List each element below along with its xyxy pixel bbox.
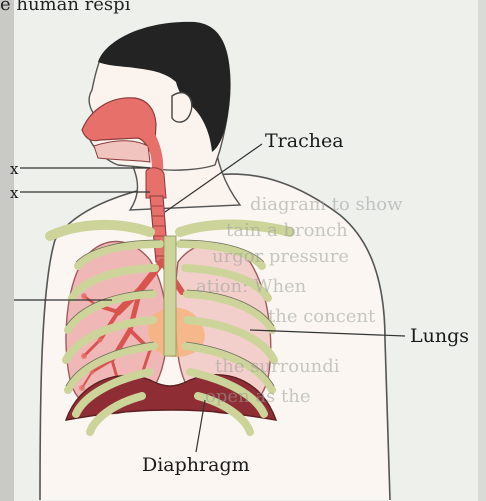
label-lungs: Lungs — [410, 325, 469, 347]
label-diaphragm: Diaphragm — [142, 454, 250, 476]
ear — [172, 93, 192, 122]
background-text-line: urgor pressure — [212, 246, 349, 267]
background-text-line: the surroundi — [215, 356, 340, 377]
background-text-line: ation: When — [196, 276, 306, 297]
page-header-text: e human respi — [0, 0, 170, 20]
larynx — [146, 168, 166, 198]
page-edge — [478, 0, 486, 501]
background-text-line: diagram to show — [250, 194, 403, 215]
label-x-lower: x — [10, 184, 18, 202]
label-x-upper: x — [10, 160, 18, 178]
oral-cavity — [94, 141, 150, 162]
sternum — [164, 236, 176, 356]
background-text-line: open as the — [205, 386, 311, 407]
background-text-line: tain a bronch — [226, 220, 348, 241]
label-trachea: Trachea — [265, 130, 344, 152]
page-gutter — [0, 0, 14, 501]
background-text-line: the concent — [268, 306, 375, 327]
